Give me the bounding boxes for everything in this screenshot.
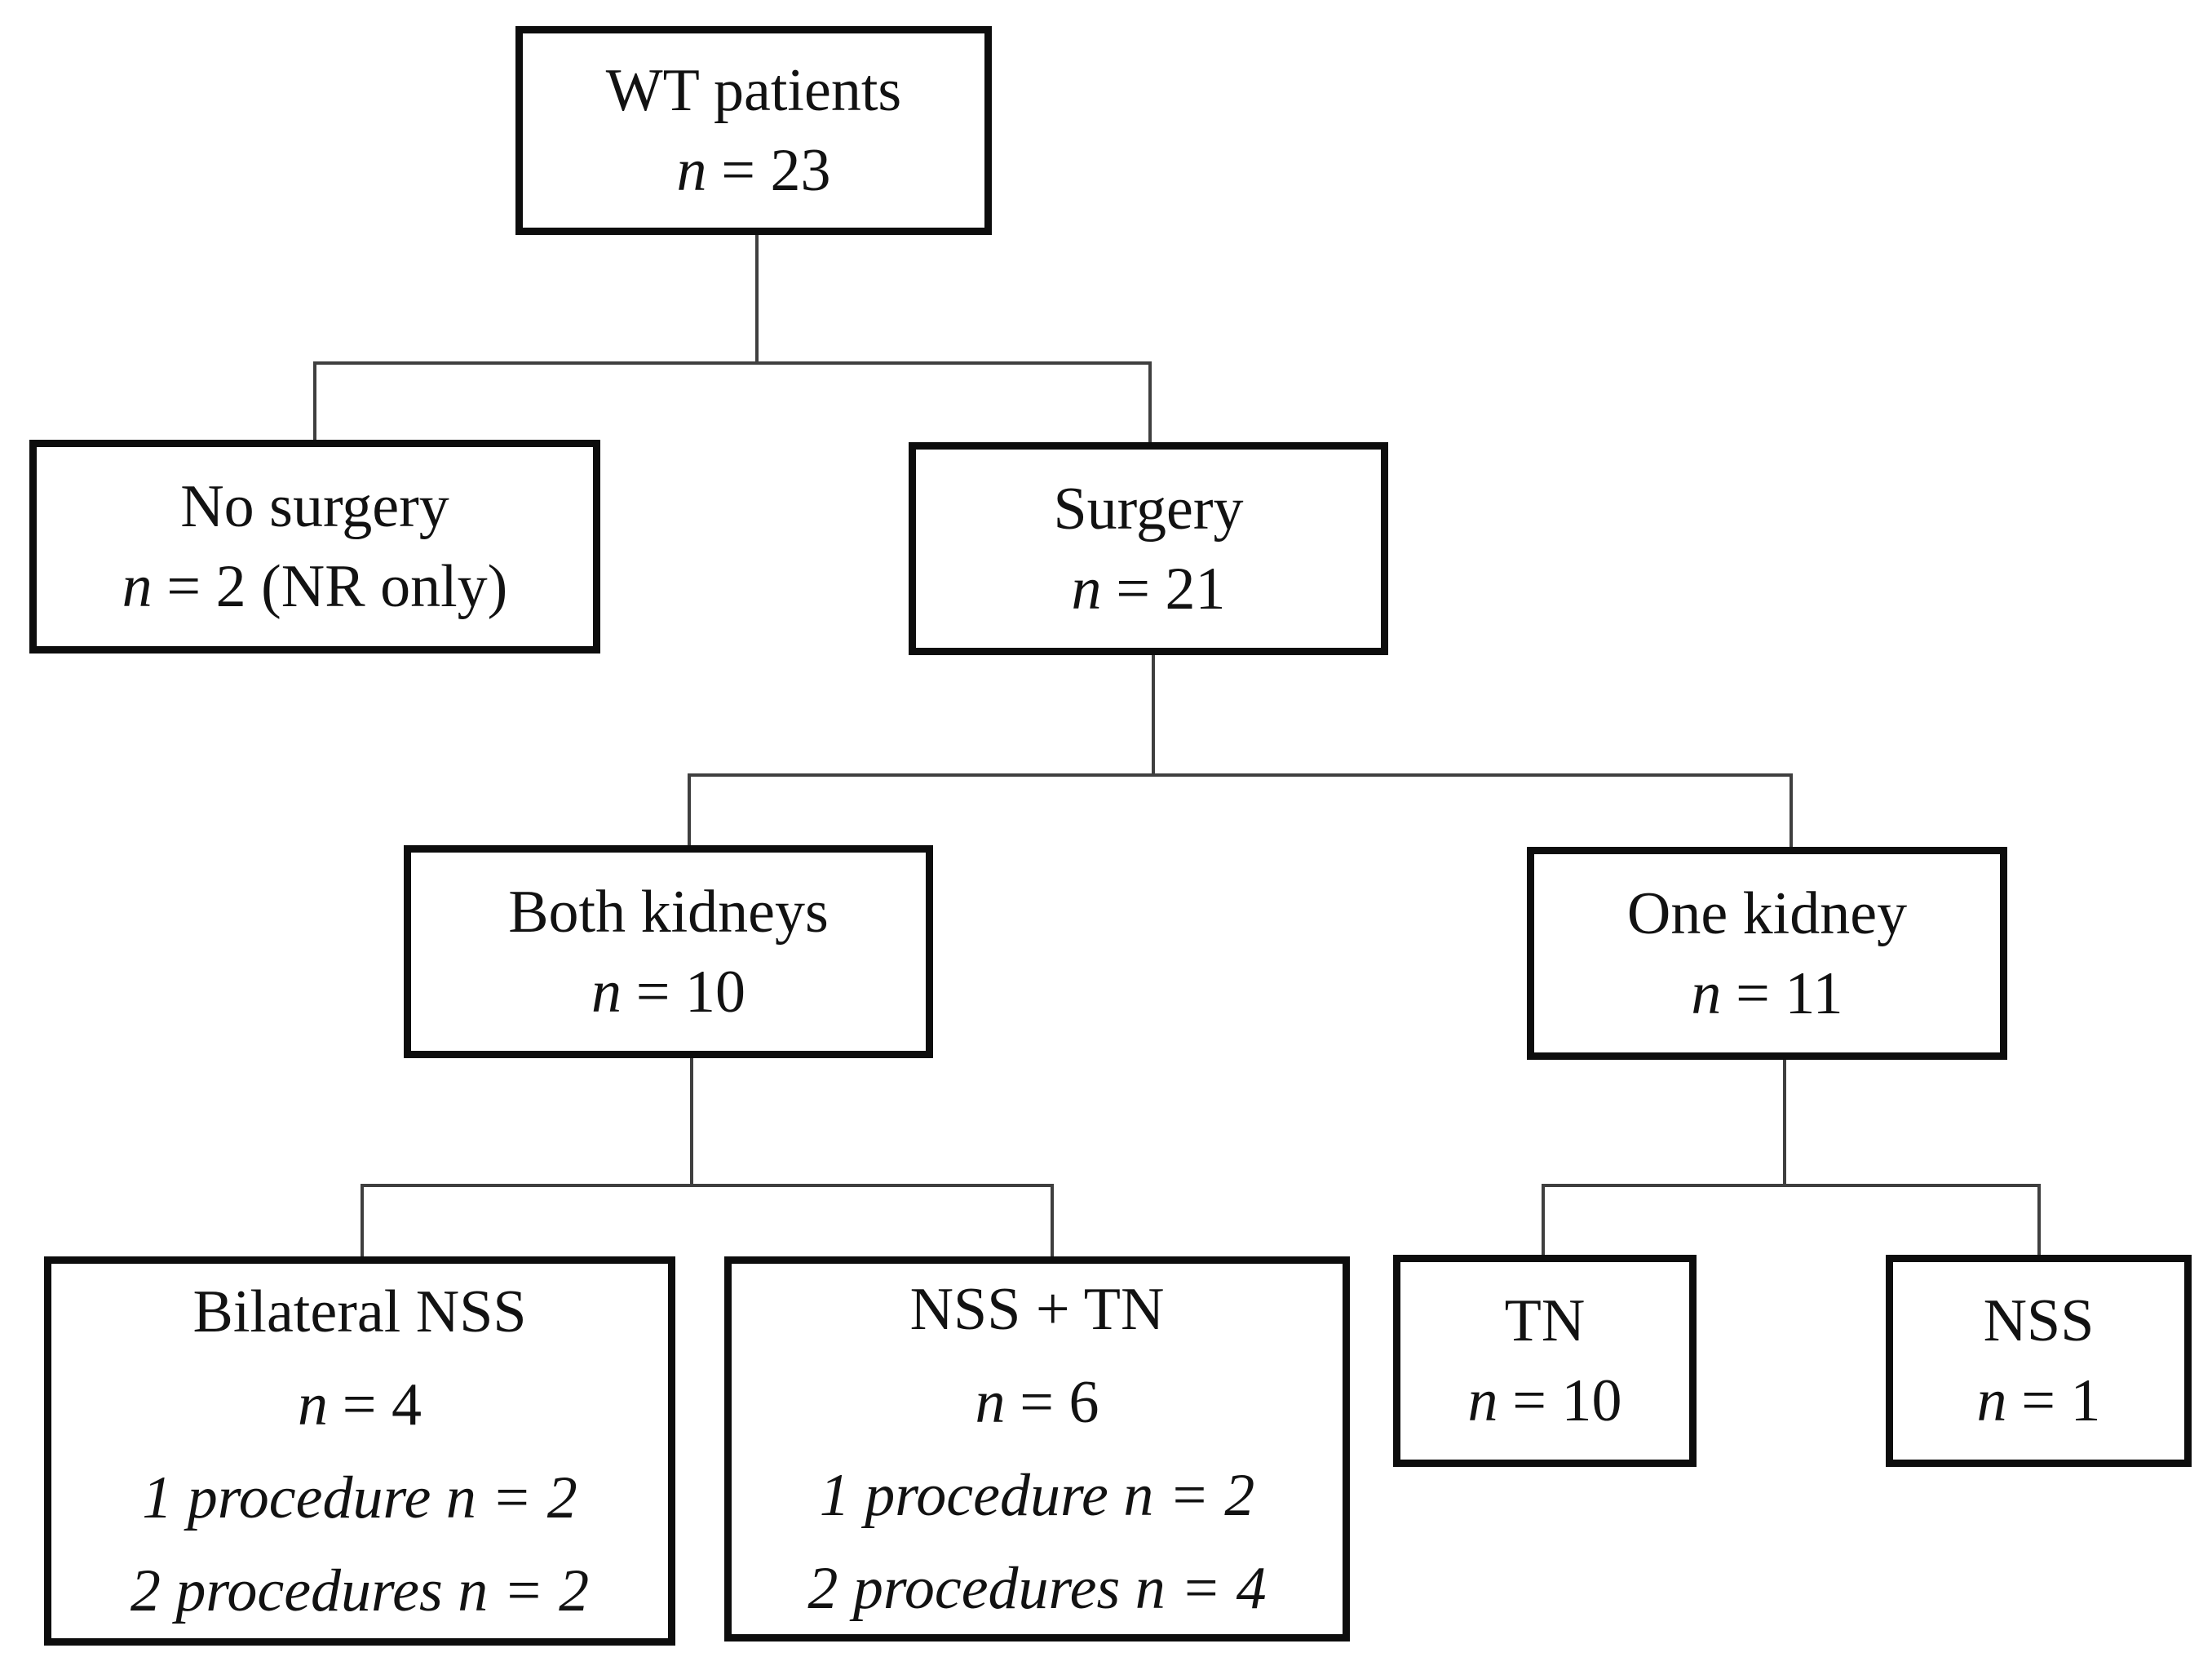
count-value: = 2 (NR only) [166,553,508,620]
count-variable: n [1691,959,1722,1027]
node-count: n= 1 [1977,1361,2101,1441]
count-value: = 4 [342,1371,422,1438]
connector-branch-no-surgery-surgery [313,361,1152,445]
node-title: Surgery [1053,475,1244,543]
node-surgery: Surgery n= 21 [909,442,1388,655]
node-title: Both kidneys [508,878,829,946]
node-count: n= 21 [1072,549,1226,629]
connector-branch-tn-nss [1542,1184,2041,1258]
node-title: NSS + TN [909,1276,1165,1343]
node-title: Bilateral NSS [192,1278,527,1345]
node-bilateral-nss: Bilateral NSS n= 4 1 procedure n = 2 2 p… [44,1256,675,1646]
node-one-kidney: One kidney n= 11 [1527,847,2007,1060]
count-value: = 10 [1512,1367,1622,1434]
count-variable: n [975,1369,1006,1436]
node-count: n= 23 [677,131,831,210]
node-count: n= 10 [1468,1361,1622,1441]
count-value: = 10 [635,958,745,1026]
node-count: n= 6 [975,1356,1099,1449]
node-both-kidneys: Both kidneys n= 10 [404,845,933,1058]
count-variable: n [298,1371,328,1438]
count-variable: n [1976,1367,2007,1434]
connector-branch-both-one-kidney [688,773,1793,850]
count-variable: n [676,137,707,204]
node-title: TN [1504,1287,1586,1354]
node-title: WT patients [605,57,902,124]
node-no-surgery: No surgery n= 2 (NR only) [29,440,600,653]
node-title: No surgery [180,473,449,540]
connector-branch-bilateral-nsstn [361,1184,1054,1260]
count-variable: n [1071,555,1102,622]
count-value: = 1 [2021,1367,2101,1434]
node-title: NSS [1983,1287,2095,1354]
node-count: n= 2 (NR only) [122,547,508,627]
node-count: n= 10 [591,952,745,1032]
node-nss: NSS n= 1 [1886,1255,2192,1467]
node-detail-2-procedures: 2 procedures n = 2 [130,1557,590,1624]
count-variable: n [591,958,622,1026]
node-detail-2-procedures: 2 procedures n = 4 [807,1555,1267,1622]
count-value: = 21 [1116,555,1226,622]
node-wt-patients: WT patients n= 23 [515,26,992,235]
count-variable: n [122,553,153,620]
node-detail-1-procedure: 1 procedure n = 2 [142,1464,577,1531]
node-count: n= 4 [298,1358,422,1451]
node-tn: TN n= 10 [1393,1255,1697,1467]
count-value: = 23 [721,137,831,204]
node-detail-1-procedure: 1 procedure n = 2 [819,1462,1255,1529]
node-title: One kidney [1626,879,1908,947]
count-variable: n [1467,1367,1498,1434]
node-nss-plus-tn: NSS + TN n= 6 1 procedure n = 2 2 proced… [724,1256,1350,1641]
count-value: = 11 [1736,959,1843,1027]
node-count: n= 11 [1691,954,1843,1034]
count-value: = 6 [1020,1369,1099,1436]
